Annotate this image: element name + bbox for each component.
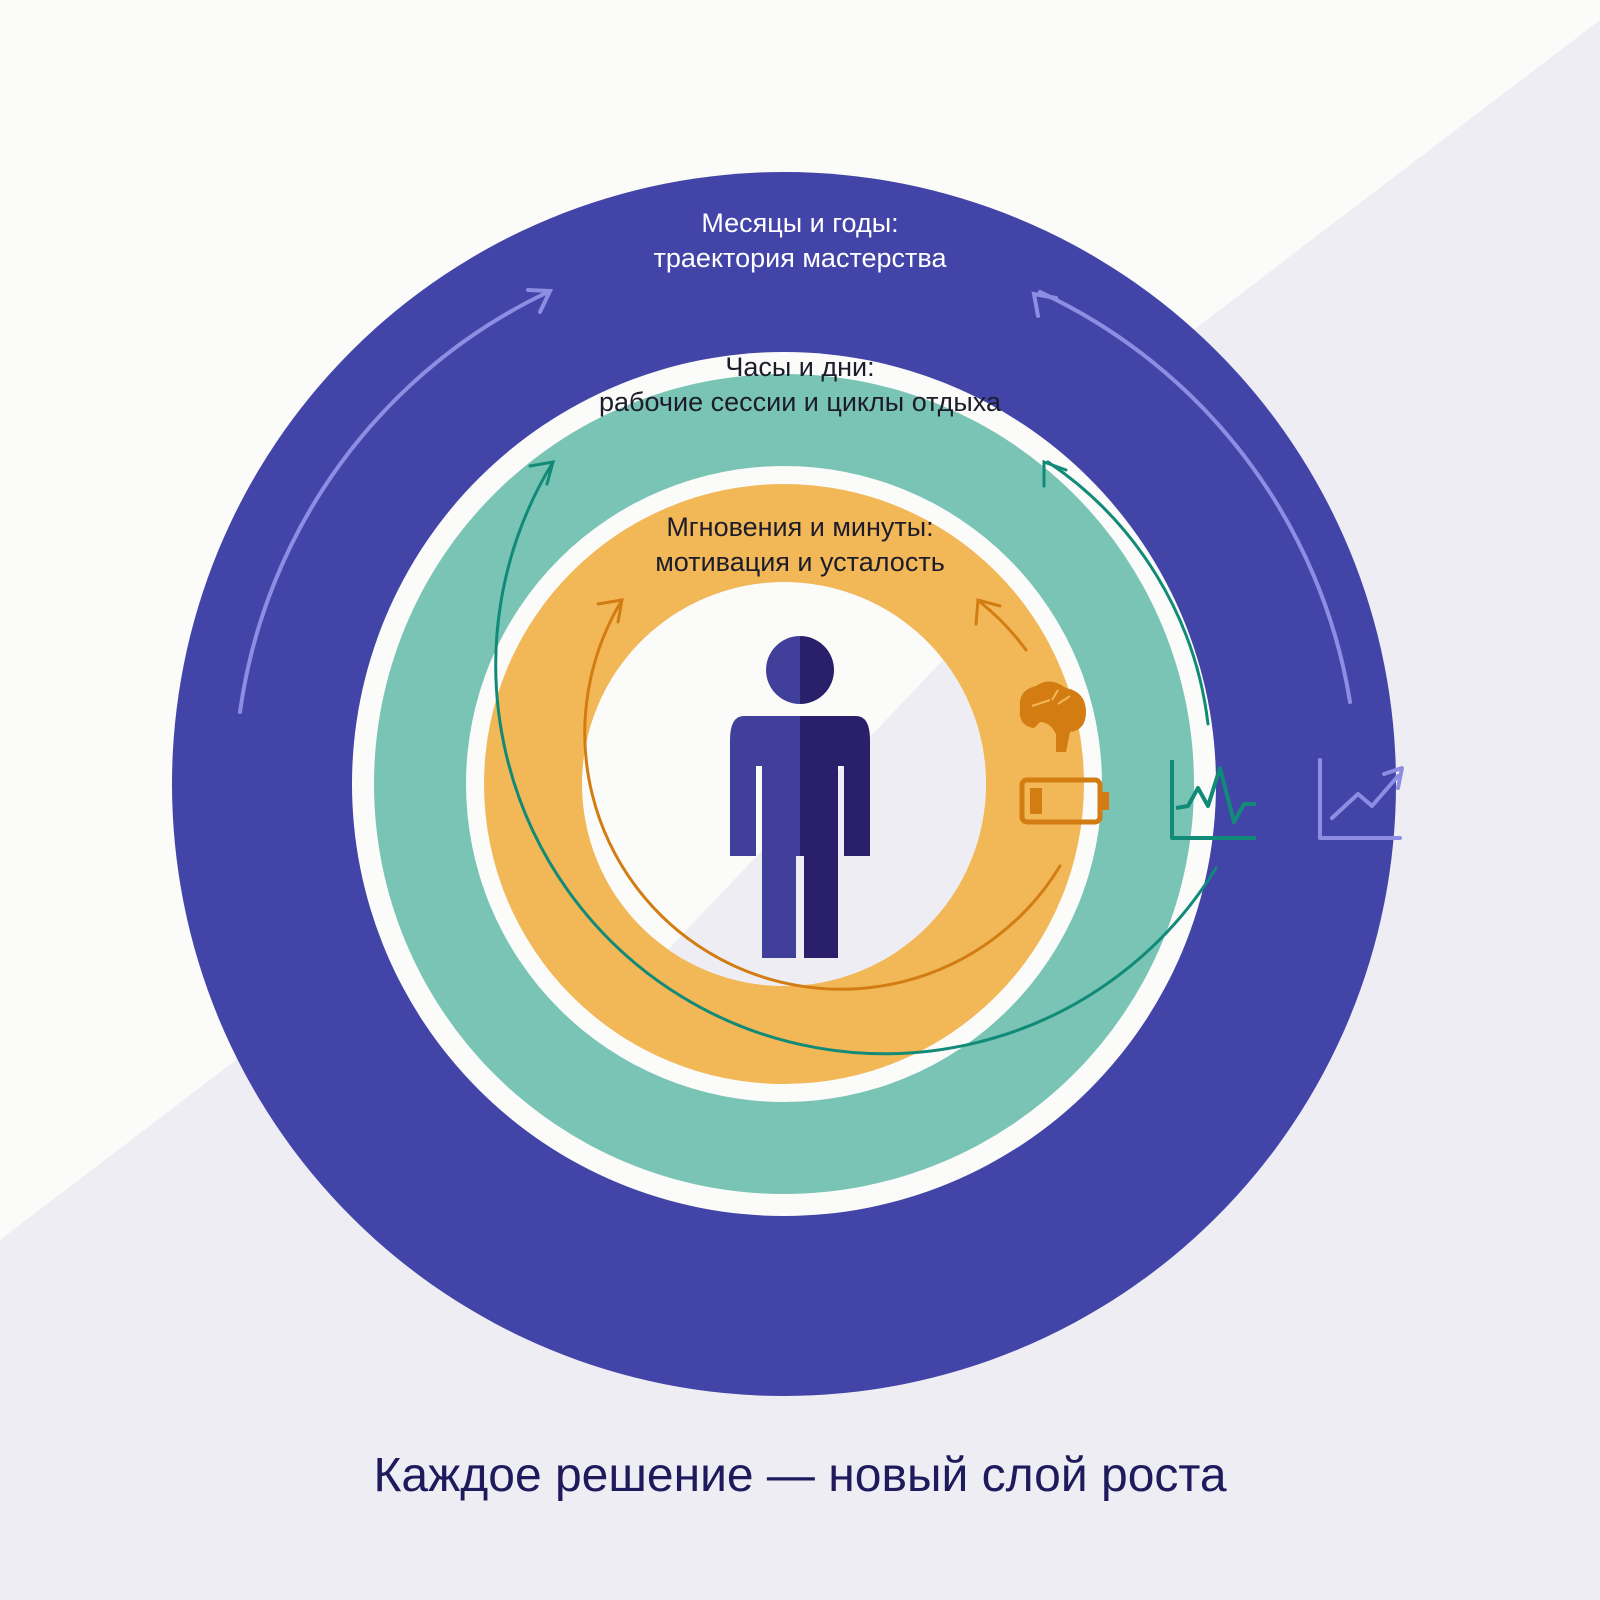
outer-ring-title: Месяцы и годы:	[701, 208, 899, 238]
low-battery-icon	[1019, 777, 1109, 825]
outer-ring-subtitle: траектория мастерства	[653, 243, 947, 274]
inner-ring-label: Мгновения и минуты: мотивация и усталост…	[500, 510, 1100, 580]
growth-chart-icon	[1318, 758, 1404, 840]
person-icon	[730, 636, 870, 958]
outer-arrows	[238, 288, 1352, 714]
middle-ring-subtitle: рабочие сессии и циклы отдыха	[599, 387, 1001, 418]
middle-ring-label: Часы и дни: рабочие сессии и циклы отдых…	[450, 350, 1150, 420]
inner-arrows	[583, 598, 1062, 991]
brain-icon	[1019, 681, 1086, 752]
inner-ring-title: Мгновения и минуты:	[666, 512, 934, 542]
inner-ring-subtitle: мотивация и усталость	[655, 547, 945, 578]
outer-ring-label: Месяцы и годы: траектория мастерства	[500, 206, 1100, 276]
pulse-chart-icon	[1170, 760, 1256, 840]
footer-caption: Каждое решение — новый слой роста	[373, 1449, 1227, 1502]
middle-arrows	[494, 459, 1218, 1056]
middle-ring-title: Часы и дни:	[725, 352, 875, 382]
